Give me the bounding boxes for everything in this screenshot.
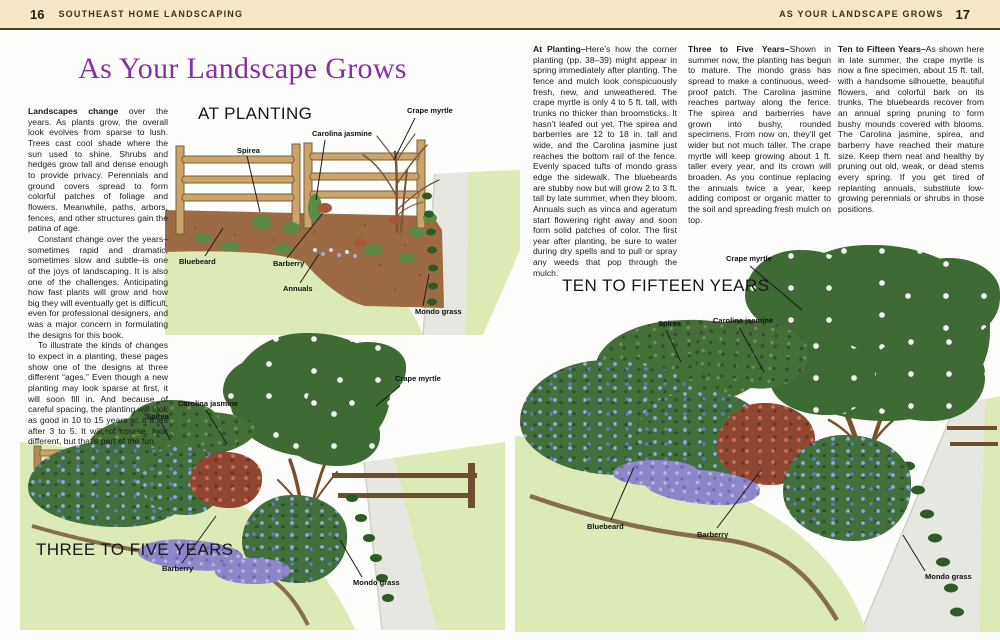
plant-label-mondo-grass: Mondo grass bbox=[415, 307, 462, 316]
intro-paragraph-2: Constant change over the years–sometimes… bbox=[28, 233, 168, 340]
bluebeard-shrub bbox=[783, 435, 911, 541]
crape-myrtle-canopy-lobe bbox=[865, 336, 985, 421]
annuals-patch bbox=[215, 558, 290, 584]
intro-paragraph-1-text: over the years. As plants grow, the over… bbox=[28, 106, 168, 234]
column-three-to-five-lead: Three to Five Years– bbox=[688, 44, 790, 54]
plant-label-mondo-grass: Mondo grass bbox=[353, 578, 400, 587]
plant-label-spirea: Spirea bbox=[146, 412, 169, 421]
at-planting-illustration bbox=[165, 133, 520, 335]
figure-three-to-five-years: THREE TO FIVE YEARS Crape myrtle Carolin… bbox=[20, 330, 505, 630]
ten-to-fifteen-illustration bbox=[515, 383, 1000, 632]
plant-label-barberry: Barberry bbox=[697, 530, 729, 539]
intro-paragraph-3: To illustrate the kinds of changes to ex… bbox=[28, 340, 168, 447]
mondo-grass-tufts bbox=[346, 494, 394, 602]
plant-label-barberry: Barberry bbox=[162, 564, 194, 573]
column-three-to-five: Three to Five Years–Shown in summer now,… bbox=[688, 44, 831, 225]
page-number-left: 16 bbox=[30, 6, 45, 22]
column-ten-to-fifteen-text: Ten to Fifteen Years–As shown here in la… bbox=[838, 44, 984, 215]
caption-at-planting: AT PLANTING bbox=[198, 104, 313, 123]
plant-label-barberry: Barberry bbox=[273, 259, 305, 268]
running-head-left: SOUTHEAST HOME LANDSCAPING bbox=[58, 9, 244, 19]
column-at-planting-lead: At Planting– bbox=[533, 44, 586, 54]
bluebeard-shrub bbox=[28, 442, 196, 527]
plant-label-spirea: Spirea bbox=[658, 319, 681, 328]
spirea-shrub bbox=[128, 400, 218, 445]
caption-ten-to-fifteen: TEN TO FIFTEEN YEARS bbox=[562, 276, 770, 295]
column-at-planting-body: Here’s how the corner planting (pp. 38–3… bbox=[533, 44, 677, 278]
column-at-planting-text: At Planting–Here’s how the corner planti… bbox=[533, 44, 677, 278]
plant-label-carolina-jasmine: Carolina jasmine bbox=[178, 399, 239, 408]
plant-label-annuals: Annuals bbox=[283, 284, 313, 293]
crape-myrtle-canopy-lobe bbox=[288, 408, 380, 466]
caption-three-to-five: THREE TO FIVE YEARS bbox=[36, 540, 234, 559]
crape-myrtle-canopy-lobe bbox=[332, 342, 406, 397]
page-title: As Your Landscape Grows bbox=[78, 52, 407, 85]
plant-label-mondo-grass: Mondo grass bbox=[925, 572, 972, 581]
column-at-planting: At Planting–Here’s how the corner planti… bbox=[533, 44, 677, 278]
plant-label-carolina-jasmine: Carolina jasmine bbox=[713, 316, 774, 325]
column-ten-to-fifteen-lead: Ten to Fifteen Years– bbox=[838, 44, 926, 54]
page-number-right: 17 bbox=[955, 6, 970, 22]
plant-label-crape-myrtle: Crape myrtle bbox=[407, 106, 453, 115]
barberry-shrub bbox=[190, 452, 262, 508]
plant-label-crape-myrtle: Crape myrtle bbox=[395, 374, 441, 383]
intro-paragraph-1: Landscapes change over the years. As pla… bbox=[28, 106, 168, 234]
crape-myrtle-canopy-lobe bbox=[223, 358, 309, 420]
mondo-grass-tufts bbox=[422, 192, 438, 306]
column-ten-to-fifteen-body: As shown here in late summer, the crape … bbox=[838, 44, 984, 214]
column-three-to-five-text: Three to Five Years–Shown in summer now,… bbox=[688, 44, 831, 225]
running-head-right: AS YOUR LANDSCAPE GROWS bbox=[779, 9, 944, 19]
plant-label-spirea: Spirea bbox=[237, 146, 260, 155]
plant-label-bluebeard: Bluebeard bbox=[179, 257, 216, 266]
annuals-patch bbox=[613, 460, 698, 486]
plant-label-bluebeard: Bluebeard bbox=[587, 522, 624, 531]
plant-label-crape-myrtle: Crape myrtle bbox=[726, 254, 772, 263]
figure-ten-to-fifteen-years: TEN TO FIFTEEN YEARS Crape myrtle Caroli… bbox=[515, 228, 1000, 632]
figure-at-planting: AT PLANTING Crape myrtle Carolina jasmin… bbox=[165, 100, 520, 335]
intro-lead: Landscapes change bbox=[28, 106, 119, 116]
intro-column: Landscapes change over the years. As pla… bbox=[28, 106, 168, 447]
running-header: 16 SOUTHEAST HOME LANDSCAPING AS YOUR LA… bbox=[0, 0, 1000, 30]
column-ten-to-fifteen: Ten to Fifteen Years–As shown here in la… bbox=[838, 44, 984, 215]
plant-label-carolina-jasmine: Carolina jasmine bbox=[312, 129, 373, 138]
crape-myrtle-canopy-lobe bbox=[900, 258, 1000, 338]
column-three-to-five-body: Shown in summer now, the planting has be… bbox=[688, 44, 831, 225]
